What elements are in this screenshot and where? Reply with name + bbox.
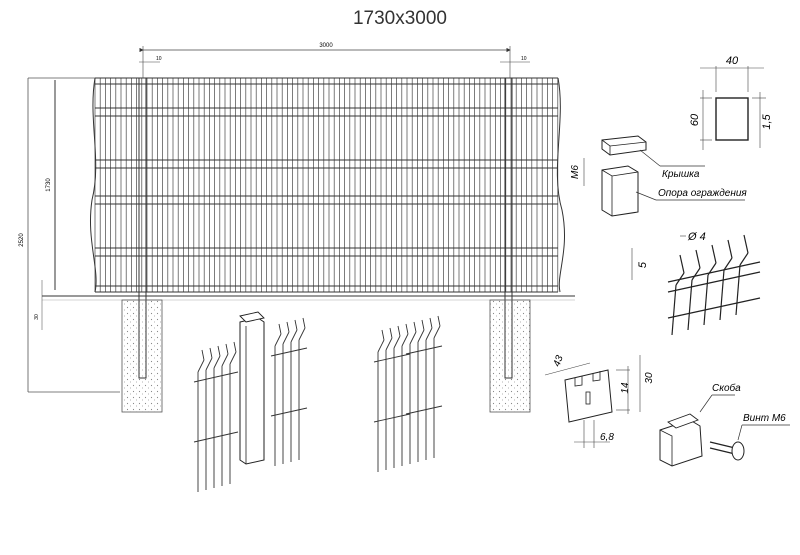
footing-right [489,299,531,413]
wire-pitch-dim: 5 [637,261,649,268]
profile-section: 40 60 1,5 [689,55,773,150]
iso-panels-left [193,317,308,492]
fence-elevation: 3000 10 10 1730 2520 30 [19,43,575,413]
clamp-hole-dim: 6,8 [600,432,614,443]
screw-label: Винт М6 [743,413,786,424]
footing-left [121,299,163,413]
post-assembly-isometric [193,311,308,492]
wall-dim: 1,5 [761,113,773,129]
bolt-dim: M6 [570,165,581,179]
total-height-dim: 2520 [19,233,25,247]
clamp-h1-dim: 14 [620,382,631,394]
below-ground-dim: 30 [34,314,40,320]
cap-label: Крышка [662,169,700,180]
post-detail: M6 Крышка Опора ограждения [570,135,747,217]
bracket-assembly: Скоба Винт М6 [659,382,790,467]
post-label: Опора ограждения [658,188,747,199]
cap-height-dim: 60 [689,113,701,126]
mesh-bend-wires [667,234,761,336]
mesh-panel [89,77,565,293]
clamp-h2-dim: 30 [644,372,655,384]
mesh-bend-detail: Ø 4 5 [631,231,761,336]
iso-panels-right [373,315,443,472]
bracket-label: Скоба [712,382,741,394]
panel-height-dim: 1730 [46,178,52,192]
clamp-detail: 43 14 30 6,8 [544,354,655,448]
panel-joint-isometric [373,315,443,472]
gap-right-dim: 10 [521,56,527,62]
gap-left-dim: 10 [156,56,162,62]
clamp-width-dim: 43 [552,354,566,369]
wire-dim: Ø 4 [687,231,706,243]
cap-width-dim: 40 [726,55,739,67]
drawing-title: 1730x3000 [352,8,448,29]
span-dim: 3000 [319,43,333,49]
